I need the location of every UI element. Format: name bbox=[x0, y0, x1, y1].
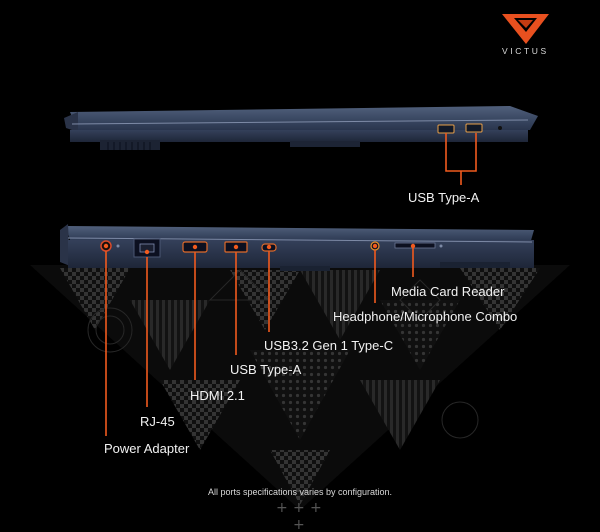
laptop-left-side-view bbox=[60, 224, 534, 271]
svg-text:+: + bbox=[310, 500, 322, 516]
victus-v-logo-icon bbox=[502, 14, 549, 44]
decorative-pattern bbox=[30, 265, 570, 510]
decorative-plus-marks: +++ + bbox=[276, 500, 322, 532]
callout-lines bbox=[105, 133, 477, 436]
headphone-microphone-label: Headphone/Microphone Combo bbox=[333, 309, 518, 324]
usb-type-a-top-label: USB Type-A bbox=[408, 190, 480, 205]
laptop-right-side-view bbox=[64, 106, 538, 150]
brand-name: VICTUS bbox=[502, 46, 549, 56]
svg-text:+: + bbox=[293, 500, 305, 516]
hdmi-label: HDMI 2.1 bbox=[190, 388, 245, 403]
footnote: All ports specifications varies by confi… bbox=[207, 487, 393, 497]
media-card-reader-label: Media Card Reader bbox=[391, 284, 505, 299]
callout-dots bbox=[103, 243, 416, 255]
usb32-type-c-label: USB3.2 Gen 1 Type-C bbox=[264, 338, 394, 353]
power-adapter-label: Power Adapter bbox=[104, 441, 190, 456]
svg-text:+: + bbox=[276, 500, 288, 516]
usb-type-a-label: USB Type-A bbox=[230, 362, 302, 377]
rj45-label: RJ-45 bbox=[140, 414, 175, 429]
svg-text:+: + bbox=[293, 517, 305, 532]
